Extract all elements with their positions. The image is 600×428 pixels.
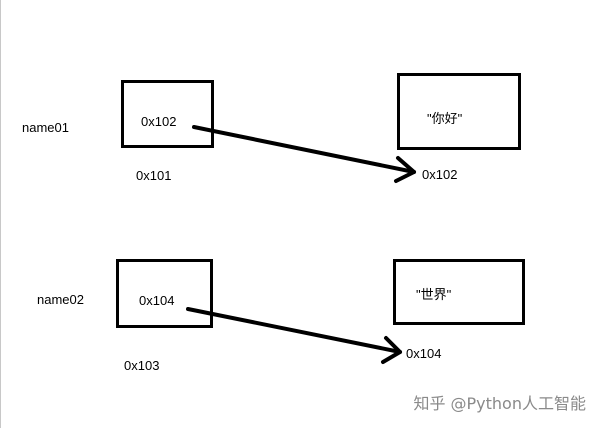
left-edge-line — [0, 0, 1, 428]
object-value-1: "你好" — [427, 111, 463, 126]
variable-cell-box-1 — [121, 80, 214, 148]
variable-address-label-2: 0x103 — [124, 358, 160, 373]
reference-arrow-1 — [192, 125, 416, 183]
variable-cell-value-2: 0x104 — [139, 293, 175, 308]
variable-address-label-1: 0x101 — [136, 168, 172, 183]
variable-name-label-2: name02 — [37, 292, 84, 307]
variable-cell-value-1: 0x102 — [141, 114, 177, 129]
object-value-2: "世界" — [416, 287, 452, 302]
object-box-2 — [393, 259, 525, 325]
object-address-label-1: 0x102 — [422, 167, 458, 182]
watermark-text: 知乎 @Python人工智能 — [413, 394, 586, 413]
object-box-1 — [397, 73, 521, 150]
variable-name-label-1: name01 — [22, 120, 69, 135]
reference-arrow-2 — [186, 307, 402, 364]
object-address-label-2: 0x104 — [406, 346, 442, 361]
